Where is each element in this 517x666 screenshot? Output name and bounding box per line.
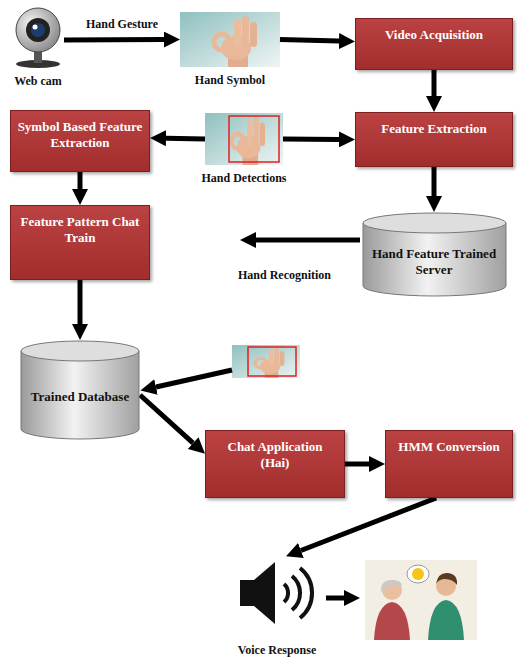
- process-box: Feature Pattern Chat Train: [10, 205, 150, 280]
- hand-detection-photo: [205, 113, 283, 165]
- flow-arrow: [64, 37, 164, 43]
- database-cylinder: Hand Feature Trained Server: [362, 212, 507, 297]
- input-arrow: [156, 370, 232, 387]
- flow-label: Hand Recognition: [238, 268, 331, 282]
- hand-detection-node: Hand Detections: [205, 113, 283, 165]
- flow-arrow: [78, 280, 83, 324]
- flow-arrow: [166, 136, 205, 142]
- edge-label: Hand Gesture: [86, 17, 158, 31]
- node-label: Chat Application (Hai): [212, 439, 338, 470]
- node-label: Feature Extraction: [362, 121, 506, 137]
- process-box: Feature Extraction: [355, 112, 513, 167]
- flow-arrow: [283, 137, 339, 142]
- image-caption: Voice Response: [238, 643, 317, 657]
- hand-symbol-node: Hand Symbol: [180, 12, 280, 67]
- output-arrow: [326, 596, 344, 601]
- flow-arrow: [140, 395, 193, 443]
- node-label: Video Acquisition: [362, 27, 506, 43]
- node-label: Trained Database: [31, 389, 129, 405]
- flow-arrow: [345, 462, 369, 467]
- hand-recognition-arrow: [256, 238, 360, 243]
- image-caption: Web cam: [14, 74, 62, 88]
- node-label: Symbol Based Feature Extraction: [17, 119, 143, 150]
- flow-arrow: [78, 172, 83, 189]
- database-cylinder: Trained Database: [20, 340, 140, 440]
- webcam-icon: [16, 8, 60, 68]
- hand-photo: [180, 12, 280, 67]
- hand-detection-photo: [232, 345, 300, 378]
- node-label: Feature Pattern Chat Train: [17, 214, 143, 245]
- process-box: Video Acquisition: [355, 18, 513, 70]
- flow-arrow: [301, 498, 436, 550]
- node-label: HMM Conversion: [392, 439, 506, 455]
- webcam-node: Web cam: [12, 6, 64, 68]
- people-talking-picture: [365, 560, 477, 640]
- flow-arrow: [432, 70, 437, 96]
- process-box: Chat Application (Hai): [205, 430, 345, 498]
- image-caption: Hand Symbol: [195, 73, 265, 87]
- process-box: HMM Conversion: [385, 430, 513, 498]
- flow-arrow: [280, 40, 339, 41]
- speaker-icon: [240, 562, 312, 624]
- flow-arrow: [432, 167, 437, 196]
- node-label: Hand Feature Trained Server: [368, 246, 501, 277]
- speaker-node: Voice Response: [232, 552, 322, 637]
- process-box: Symbol Based Feature Extraction: [10, 110, 150, 172]
- image-caption: Hand Detections: [202, 171, 287, 185]
